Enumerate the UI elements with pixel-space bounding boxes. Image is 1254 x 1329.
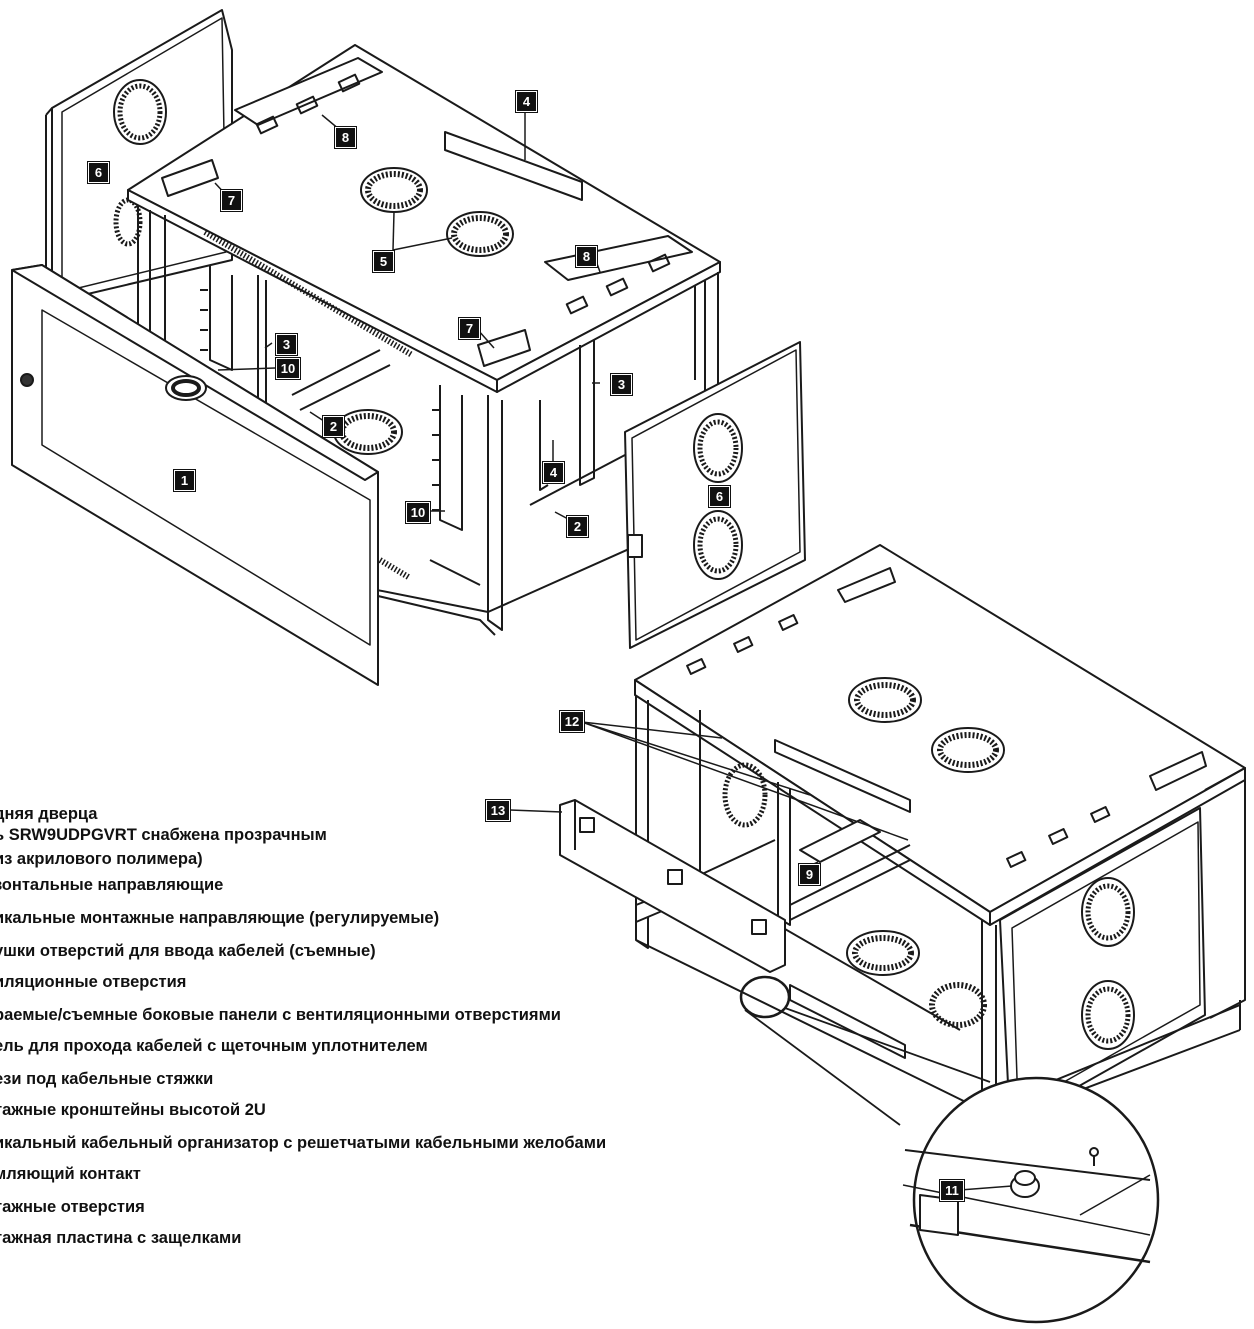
brush-cable-panel-top — [161, 131, 583, 367]
legend-item: тажная пластина с защелками — [0, 1229, 242, 1247]
callout-2: 2 — [322, 415, 345, 438]
callout-6: 6 — [708, 485, 731, 508]
legend-item: мляющий контакт — [0, 1165, 141, 1183]
callout-10: 10 — [275, 357, 301, 380]
legend-item: ь SRW9UDPGVRT снабжена прозрачным — [0, 826, 327, 844]
callout-5: 5 — [372, 250, 395, 273]
callout-8: 8 — [575, 245, 598, 268]
legend: дняя дверца ь SRW9UDPGVRT снабжена прозр… — [0, 800, 740, 1253]
legend-item: дняя дверца — [0, 805, 98, 823]
callout-3: 3 — [610, 373, 633, 396]
legend-item: икальный кабельный организатор с решетча… — [0, 1134, 607, 1152]
callout-2: 2 — [566, 515, 589, 538]
cabinet-body-bottom — [634, 544, 1246, 1126]
front-door — [11, 264, 379, 686]
callout-8: 8 — [334, 126, 357, 149]
zoom-callout — [739, 975, 1160, 1324]
legend-item: икальные монтажные направляющие (регулир… — [0, 909, 440, 927]
brush-cable-panels-bottom — [774, 567, 1207, 1059]
callout-11: 11 — [939, 1179, 965, 1202]
mounting-plate-with-latches — [559, 799, 786, 973]
callout-10: 10 — [405, 501, 431, 524]
legend-item: тажные кронштейны высотой 2U — [0, 1101, 266, 1119]
legend-item: зонтальные направляющие — [0, 876, 224, 894]
callout-13: 13 — [485, 799, 511, 822]
legend-item: ушки отверстий для ввода кабелей (съемны… — [0, 942, 376, 960]
callout-9: 9 — [798, 863, 821, 886]
legend-item: иляционные отверстия — [0, 973, 187, 991]
legend-item: раемые/съемные боковые панели с вентиляц… — [0, 1006, 561, 1024]
callout-6: 6 — [87, 161, 110, 184]
callout-7: 7 — [220, 189, 243, 212]
legend-item: из акрилового полимера) — [0, 850, 203, 868]
callout-7: 7 — [458, 317, 481, 340]
cabinet-body-top — [127, 44, 721, 636]
cable-knockout-plates-top — [234, 57, 693, 315]
fan-grilles-bottom — [722, 677, 1135, 1050]
legend-item: ель для прохода кабелей с щеточным уплот… — [0, 1037, 428, 1055]
callout-3: 3 — [275, 333, 298, 356]
callout-4: 4 — [515, 90, 538, 113]
callout-1: 1 — [173, 469, 196, 492]
leader-lines-bottom — [509, 721, 1013, 1191]
callout-12: 12 — [559, 710, 585, 733]
legend-item: тажные отверстия — [0, 1198, 145, 1216]
cable-knockouts-bottom — [686, 613, 1111, 868]
vent-slots — [203, 229, 414, 358]
legend-item: ези под кабельные стяжки — [0, 1070, 214, 1088]
cable-organizer-top — [200, 265, 463, 531]
callout-4: 4 — [542, 461, 565, 484]
